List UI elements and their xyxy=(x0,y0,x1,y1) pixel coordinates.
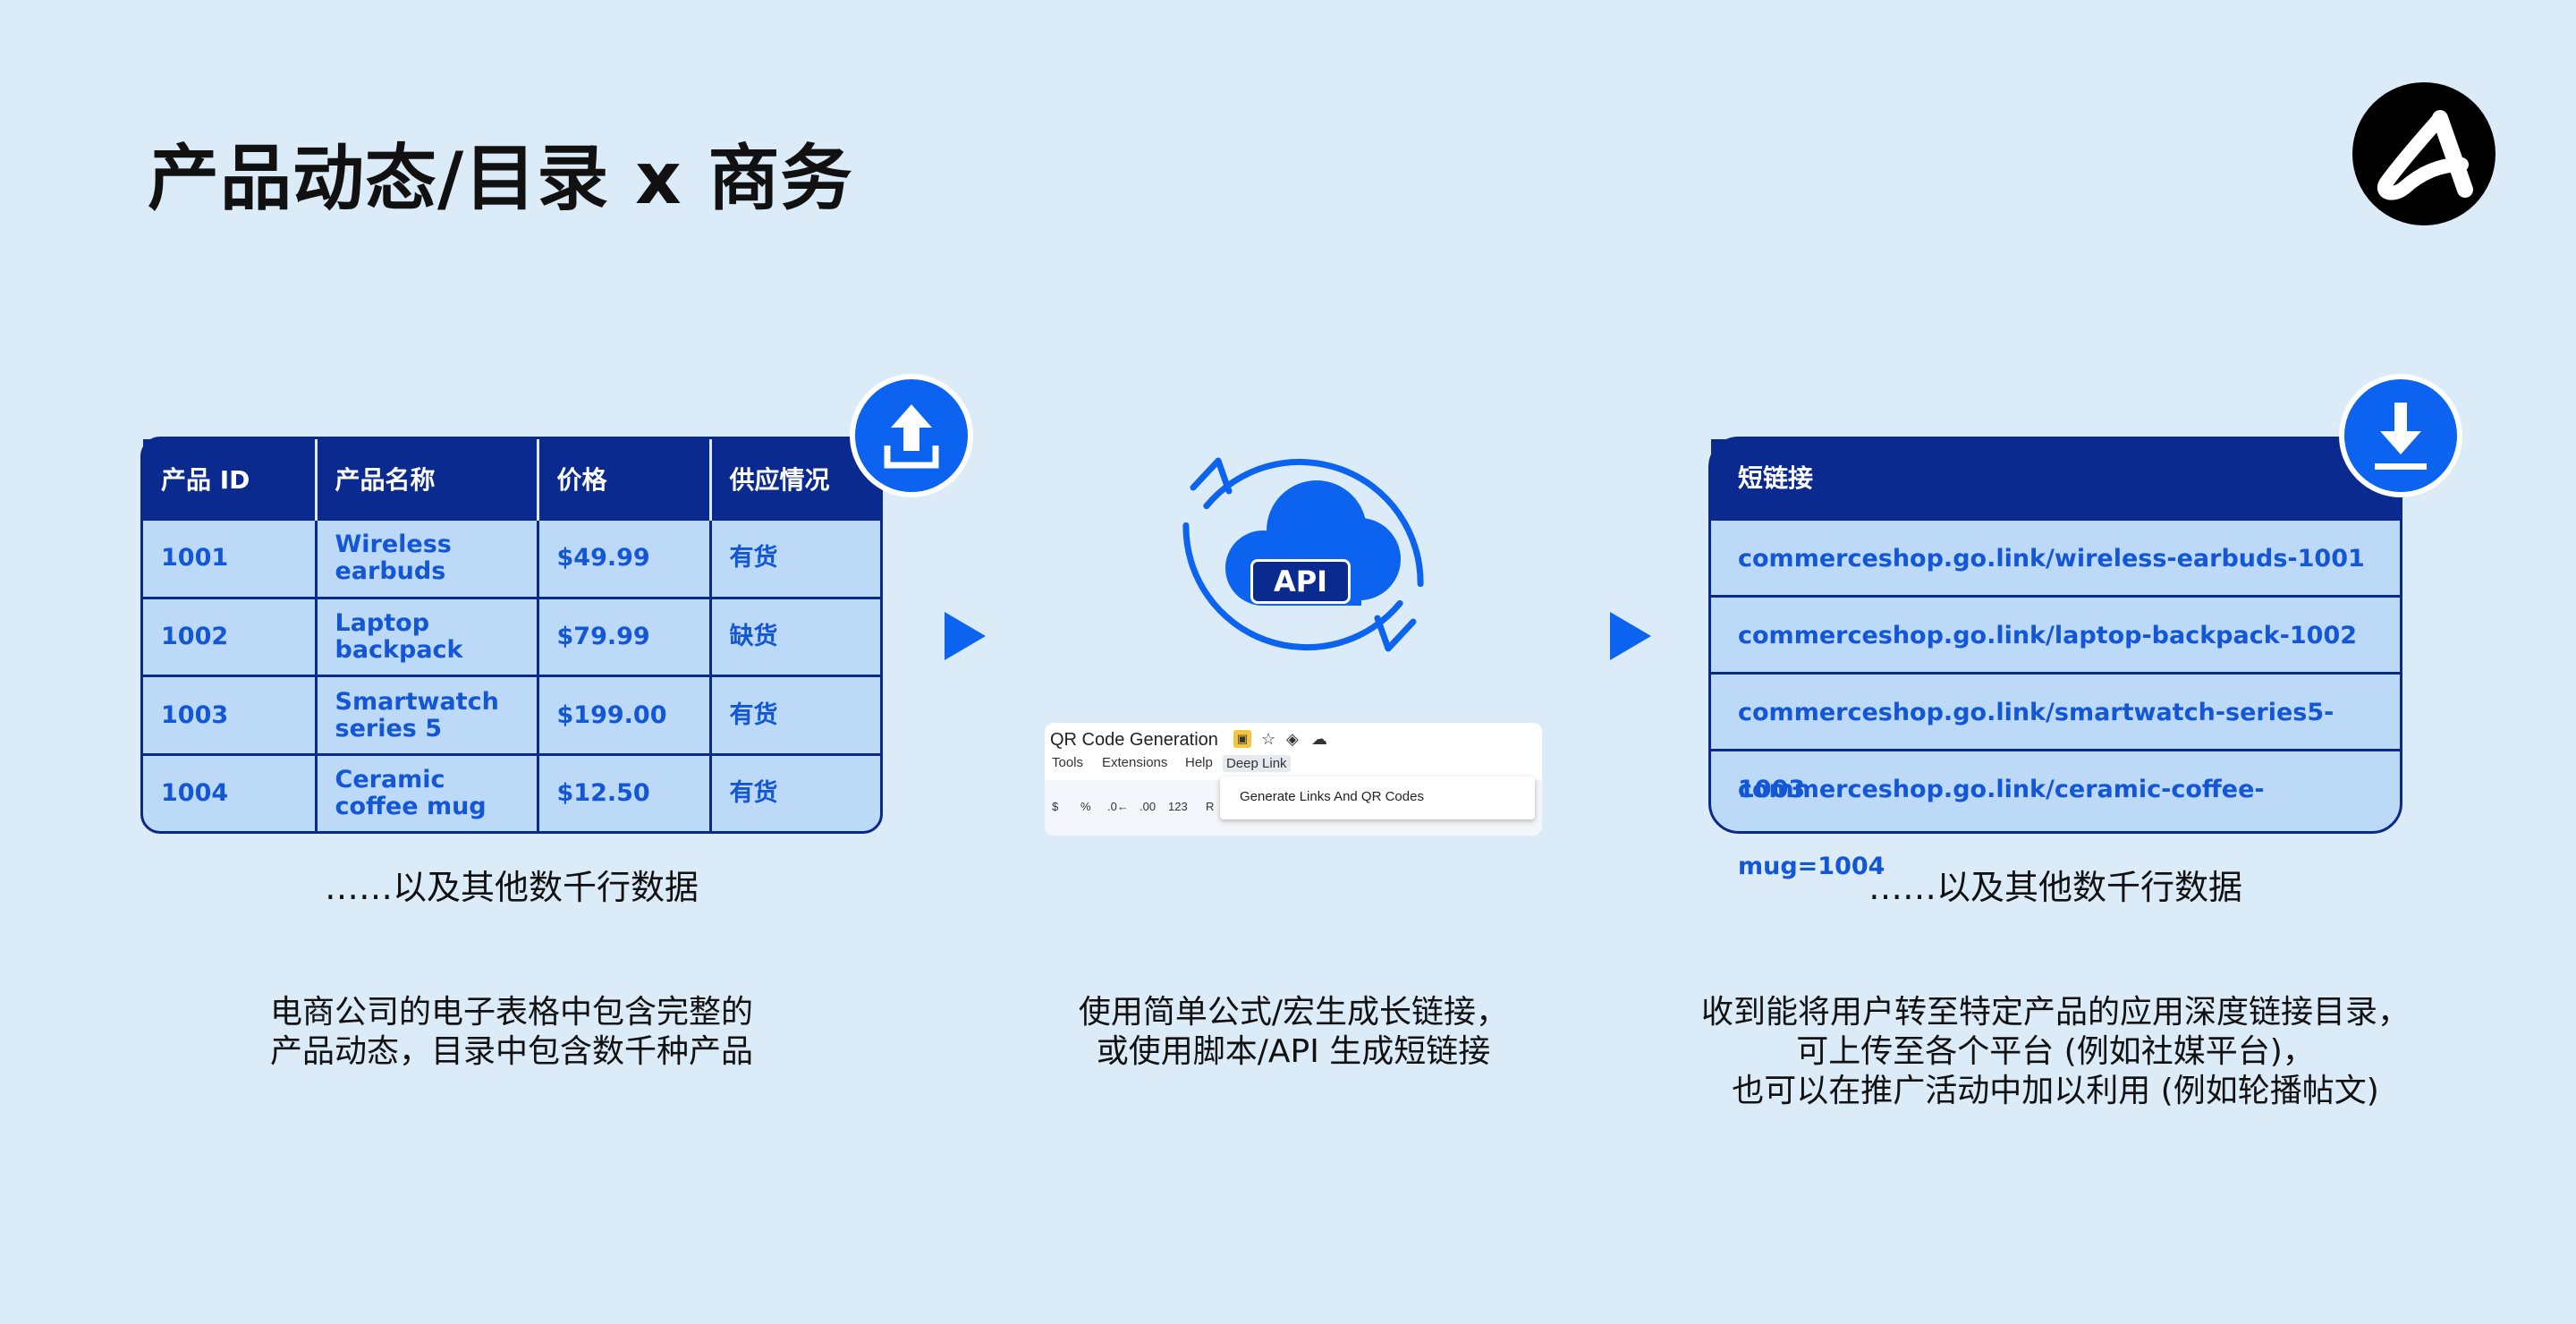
download-badge xyxy=(2339,374,2462,497)
spreadsheet-snippet: QR Code Generation ▣ ☆ ◈ ☁ Tools Extensi… xyxy=(1045,723,1542,836)
logo-mark-icon xyxy=(2377,110,2473,200)
column-header-name: 产品名称 xyxy=(316,439,539,520)
api-cloud-graphic: API xyxy=(1174,425,1433,684)
short-link-header: 短链接 xyxy=(1711,439,2400,518)
flow-arrow-icon xyxy=(1610,612,1651,660)
more-formats-button[interactable]: 123 xyxy=(1168,800,1188,813)
cell-id: 1001 xyxy=(143,518,318,598)
cell-price: $199.00 xyxy=(538,675,712,755)
left-more-rows-note: ……以及其他数千行数据 xyxy=(324,868,699,907)
left-description-line: 产品动态，目录中包含数千种产品 xyxy=(269,1033,753,1070)
short-link-table: 短链接 commerceshop.go.link/wireless-earbud… xyxy=(1708,437,2402,880)
brand-logo xyxy=(2352,82,2496,225)
cloud-status-icon[interactable]: ☁ xyxy=(1311,730,1327,748)
table-header-row: 产品 ID 产品名称 价格 供应情况 xyxy=(143,439,880,520)
cell-id: 1002 xyxy=(143,596,318,676)
menu-extensions[interactable]: Extensions xyxy=(1102,755,1168,770)
right-description-line: 可上传至各个平台 (例如社媒平台)， xyxy=(1796,1033,2315,1070)
increase-decimal-button[interactable]: .00 xyxy=(1140,800,1157,813)
right-description-line: 也可以在推广活动中加以利用 (例如轮播帖文) xyxy=(1732,1073,2379,1109)
table-row: 1002 Laptop backpack $79.99 缺货 xyxy=(143,596,880,676)
cell-stock: 缺货 xyxy=(710,596,880,676)
table-row: commerceshop.go.link/smartwatch-series5-… xyxy=(1711,672,2400,803)
move-icon[interactable]: ◈ xyxy=(1286,730,1299,748)
table-row: commerceshop.go.link/ceramic-coffee-mug=… xyxy=(1711,749,2400,880)
star-icon[interactable]: ☆ xyxy=(1261,730,1276,748)
sheet-title: QR Code Generation xyxy=(1050,730,1218,750)
table-row: 1001 Wireless earbuds $49.99 有货 xyxy=(143,518,880,598)
table-row: 1004 Ceramic coffee mug $12.50 有货 xyxy=(143,752,880,831)
table-row: 1003 Smartwatch series 5 $199.00 有货 xyxy=(143,675,880,755)
generate-links-menu-item[interactable]: Generate Links And QR Codes xyxy=(1240,789,1424,804)
toolbar-truncated-item[interactable]: R xyxy=(1206,800,1215,813)
middle-description-line: 或使用脚本/API 生成短链接 xyxy=(1096,1033,1491,1070)
left-description-line: 电商公司的电子表格中包含完整的 xyxy=(269,994,753,1031)
menu-deep-link[interactable]: Deep Link xyxy=(1223,755,1291,772)
product-table: 产品 ID 产品名称 价格 供应情况 1001 Wireless earbuds… xyxy=(140,437,883,834)
menu-tools[interactable]: Tools xyxy=(1052,755,1084,770)
column-header-price: 价格 xyxy=(538,439,712,520)
column-header-id: 产品 ID xyxy=(143,439,318,520)
cloud-sync-icon xyxy=(1182,457,1424,652)
right-description-line: 收到能将用户转至特定产品的应用深度链接目录， xyxy=(1700,994,2410,1031)
cell-id: 1004 xyxy=(143,752,318,831)
menu-help[interactable]: Help xyxy=(1185,755,1213,770)
percent-format-button[interactable]: % xyxy=(1080,800,1091,813)
cell-stock: 有货 xyxy=(710,518,880,598)
table-row: commerceshop.go.link/laptop-backpack-100… xyxy=(1711,595,2400,672)
cell-name: Smartwatch series 5 xyxy=(316,675,539,755)
decrease-decimal-button[interactable]: .0← xyxy=(1107,800,1129,813)
right-more-rows-note: ……以及其他数千行数据 xyxy=(1868,868,2242,907)
deep-link-dropdown: Generate Links And QR Codes xyxy=(1220,777,1535,819)
api-label: API xyxy=(1250,559,1351,604)
cell-price: $79.99 xyxy=(538,596,712,676)
left-description: 电商公司的电子表格中包含完整的 产品动态，目录中包含数千种产品 xyxy=(140,993,883,1072)
right-description: 收到能将用户转至特定产品的应用深度链接目录， 可上传至各个平台 (例如社媒平台)… xyxy=(1664,993,2447,1111)
cell-stock: 有货 xyxy=(710,752,880,831)
middle-description-line: 使用简单公式/宏生成长链接， xyxy=(1078,994,1509,1031)
download-icon xyxy=(2375,403,2427,470)
cell-name: Laptop backpack xyxy=(316,596,539,676)
apps-script-icon[interactable]: ▣ xyxy=(1233,730,1251,748)
flow-arrow-icon xyxy=(945,612,986,660)
upload-badge xyxy=(850,374,973,497)
currency-format-button[interactable]: $ xyxy=(1052,800,1059,813)
cell-name: Wireless earbuds xyxy=(316,518,539,598)
upload-icon xyxy=(884,404,939,469)
cell-name: Ceramic coffee mug xyxy=(316,752,539,831)
cell-price: $12.50 xyxy=(538,752,712,831)
page-title: 产品动态/目录 x 商务 xyxy=(148,137,853,220)
cell-stock: 有货 xyxy=(710,675,880,755)
cell-id: 1003 xyxy=(143,675,318,755)
cell-price: $49.99 xyxy=(538,518,712,598)
table-row: commerceshop.go.link/wireless-earbuds-10… xyxy=(1711,518,2400,595)
middle-description: 使用简单公式/宏生成长链接， 或使用脚本/API 生成短链接 xyxy=(993,993,1594,1072)
